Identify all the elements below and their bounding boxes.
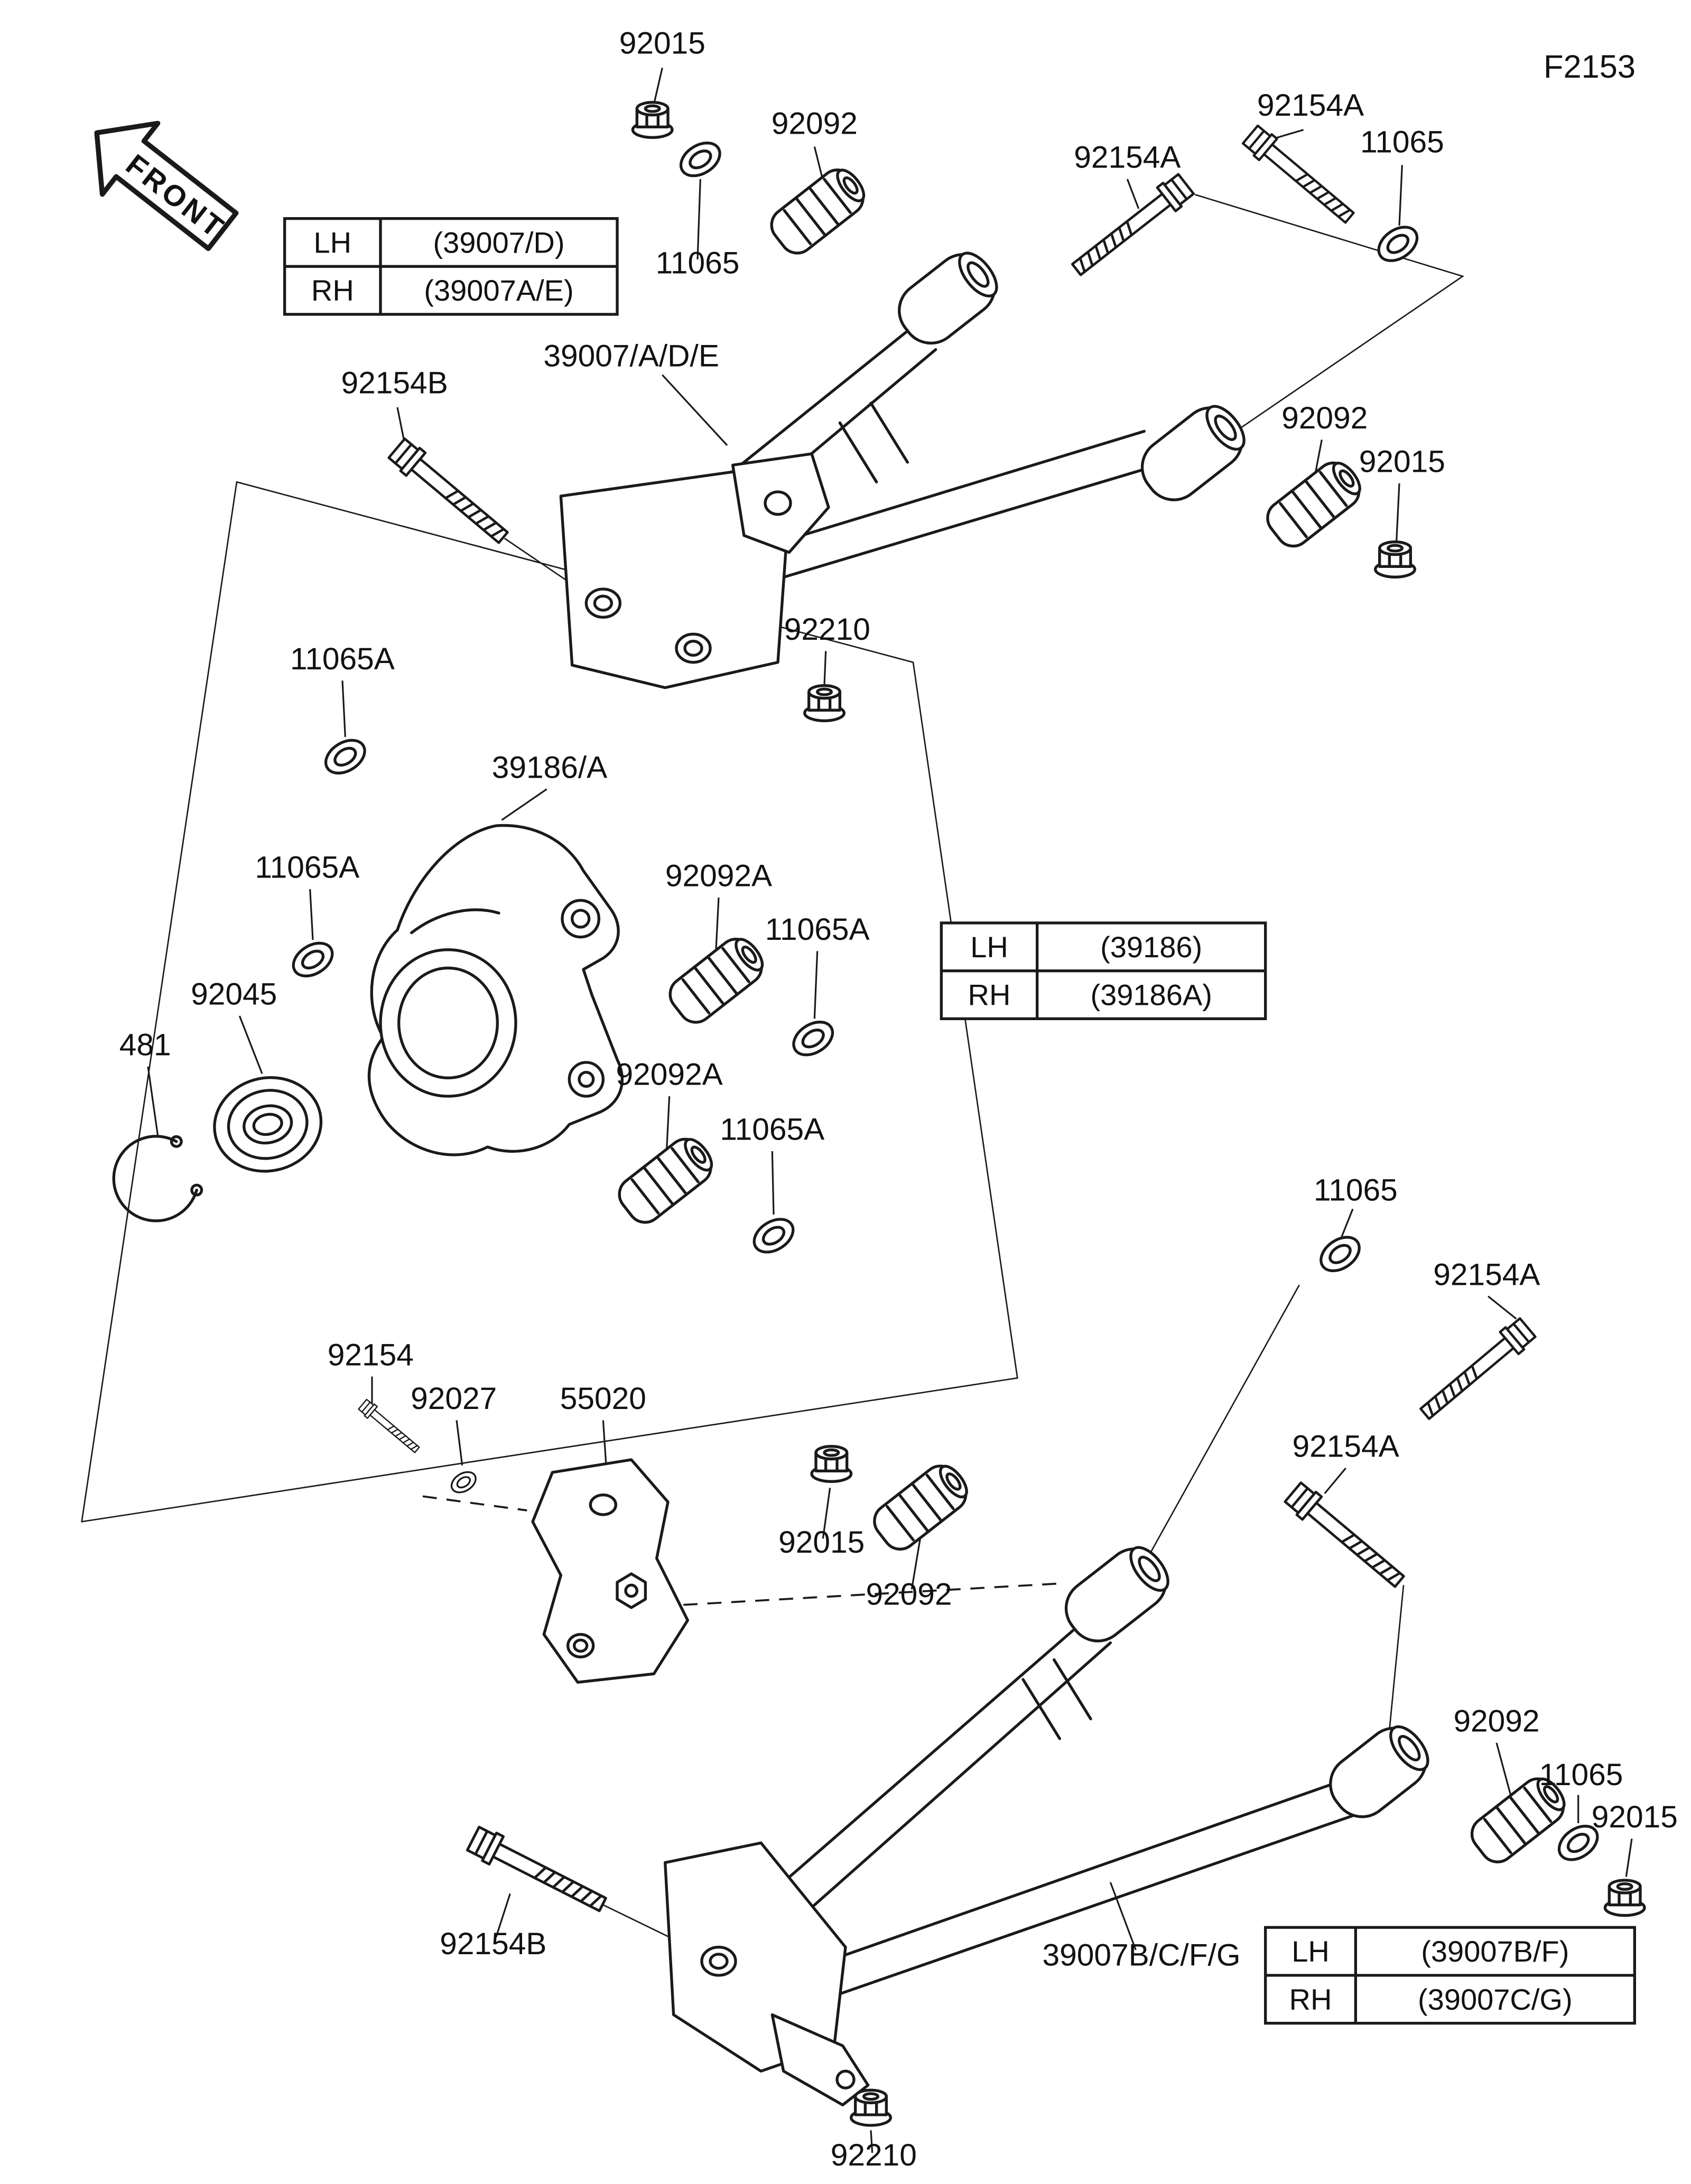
callout-11065: 11065: [1314, 1173, 1398, 1207]
callout-92154: 92154: [328, 1338, 414, 1372]
callout-11065a: 11065A: [720, 1113, 825, 1147]
figure-code: F2153: [1544, 48, 1636, 85]
variant-table-lower-arm: LH (39007B/F) RH (39007C/G): [1264, 1926, 1636, 2025]
circlip-481-drawing: [112, 1135, 203, 1222]
bolt-92154a-rear-lower-drawing: [1284, 1481, 1409, 1593]
callout-11065a: 11065A: [290, 642, 395, 676]
washer-11065a-4-drawing: [748, 1212, 799, 1259]
callout-92154a: 92154A: [1433, 1257, 1540, 1292]
washer-11065a-2-drawing: [287, 937, 338, 983]
nut-92015-lower-drawing: [1605, 1880, 1644, 1916]
bracket-55020-drawing: [531, 1458, 689, 1684]
variant-table-knuckle: LH (39186) RH (39186A): [940, 921, 1267, 1020]
callout-92154a: 92154A: [1293, 1430, 1400, 1464]
nut-92210-lower-drawing: [851, 2090, 891, 2125]
nut-92015-mid-drawing: [812, 1446, 851, 1482]
table-cell-value: (39186): [1100, 930, 1202, 964]
callout-92092: 92092: [772, 107, 858, 141]
knuckle-39186-drawing: [367, 824, 624, 1156]
callout-11065: 11065: [1539, 1758, 1623, 1792]
bearing-92045-drawing: [213, 1076, 323, 1173]
callout-92045: 92045: [191, 977, 277, 1012]
washer-92027-drawing: [447, 1467, 480, 1498]
bolt-92154b-upper-drawing: [387, 437, 513, 549]
callout-92092a: 92092A: [665, 859, 773, 893]
callout-92015: 92015: [778, 1525, 865, 1560]
bushing-92092-upper-rear-drawing: [1261, 454, 1368, 553]
callout-481: 481: [119, 1028, 171, 1062]
bushing-92092-lower-front-drawing: [868, 1458, 975, 1556]
table-cell-value: (39186A): [1090, 978, 1212, 1012]
washer-11065-upper-rear-drawing: [1372, 220, 1423, 268]
front-arrow-icon: [94, 120, 239, 251]
callout-92092: 92092: [866, 1578, 952, 1612]
callout-92015: 92015: [1592, 1800, 1678, 1834]
callout-92154b: 92154B: [341, 366, 448, 400]
callout-92092: 92092: [1453, 1704, 1539, 1739]
nut-92210-upper-drawing: [805, 686, 844, 721]
callout-92210: 92210: [784, 612, 870, 647]
upper-a-arm-drawing: [559, 251, 1246, 689]
table-cell-side: LH: [1292, 1935, 1330, 1968]
bolt-92154a-upper-right-drawing: [1241, 124, 1358, 229]
variant-table-upper-arm: LH (39007/D) RH (39007A/E): [283, 217, 619, 316]
table-cell-value: (39007/D): [433, 226, 564, 259]
table-cell-side: RH: [1289, 1983, 1332, 2016]
bolt-92154a-rear-upper-drawing: [1416, 1317, 1537, 1425]
table-cell-value: (39007C/G): [1418, 1983, 1573, 2016]
table-cell-side: LH: [314, 226, 352, 259]
table-cell-side: RH: [968, 978, 1011, 1012]
nut-92015-upper-drawing: [633, 102, 672, 138]
washer-11065-upper-front-drawing: [675, 136, 726, 183]
washer-11065-rear-upper-drawing: [1315, 1230, 1365, 1278]
table-cell-value: (39007B/F): [1421, 1935, 1569, 1968]
front-direction-marker: FRONT: [94, 120, 239, 251]
callout-55020: 55020: [560, 1382, 646, 1416]
callout-92154a: 92154A: [1257, 88, 1364, 123]
callout-11065: 11065: [1360, 125, 1444, 159]
callout-92015: 92015: [619, 26, 705, 61]
washer-11065a-3-drawing: [788, 1015, 839, 1062]
lower-a-arm-drawing: [663, 1546, 1429, 2106]
callout-11065a: 11065A: [765, 912, 870, 947]
callout-92092a: 92092A: [616, 1058, 723, 1092]
nut-92015-right-drawing: [1376, 542, 1415, 577]
callout-11065: 11065: [656, 246, 740, 281]
leader-lines: [147, 67, 1633, 2153]
table-cell-side: LH: [970, 930, 1008, 964]
callout-11065a: 11065A: [255, 851, 360, 885]
washer-11065a-1-drawing: [320, 734, 370, 780]
table-cell-side: RH: [311, 274, 354, 307]
callout-92154a: 92154A: [1074, 141, 1181, 175]
part-callouts: 92015 92092 92154A 11065 92154A 11065 39…: [119, 26, 1678, 2172]
bushing-92092-upper-front-drawing: [765, 162, 872, 260]
callout-92027: 92027: [411, 1382, 497, 1416]
callout-39007bcfg: 39007B/C/F/G: [1043, 1938, 1241, 1972]
callout-39186a: 39186/A: [492, 750, 608, 785]
table-cell-value: (39007A/E): [424, 274, 573, 307]
bolt-92154b-lower-drawing: [466, 1825, 610, 1918]
callout-92092: 92092: [1281, 401, 1368, 435]
callout-92015: 92015: [1359, 445, 1445, 479]
callout-39007ade: 39007/A/D/E: [543, 339, 719, 374]
callout-92210: 92210: [831, 2138, 917, 2172]
callout-92154b: 92154B: [440, 1927, 546, 1961]
